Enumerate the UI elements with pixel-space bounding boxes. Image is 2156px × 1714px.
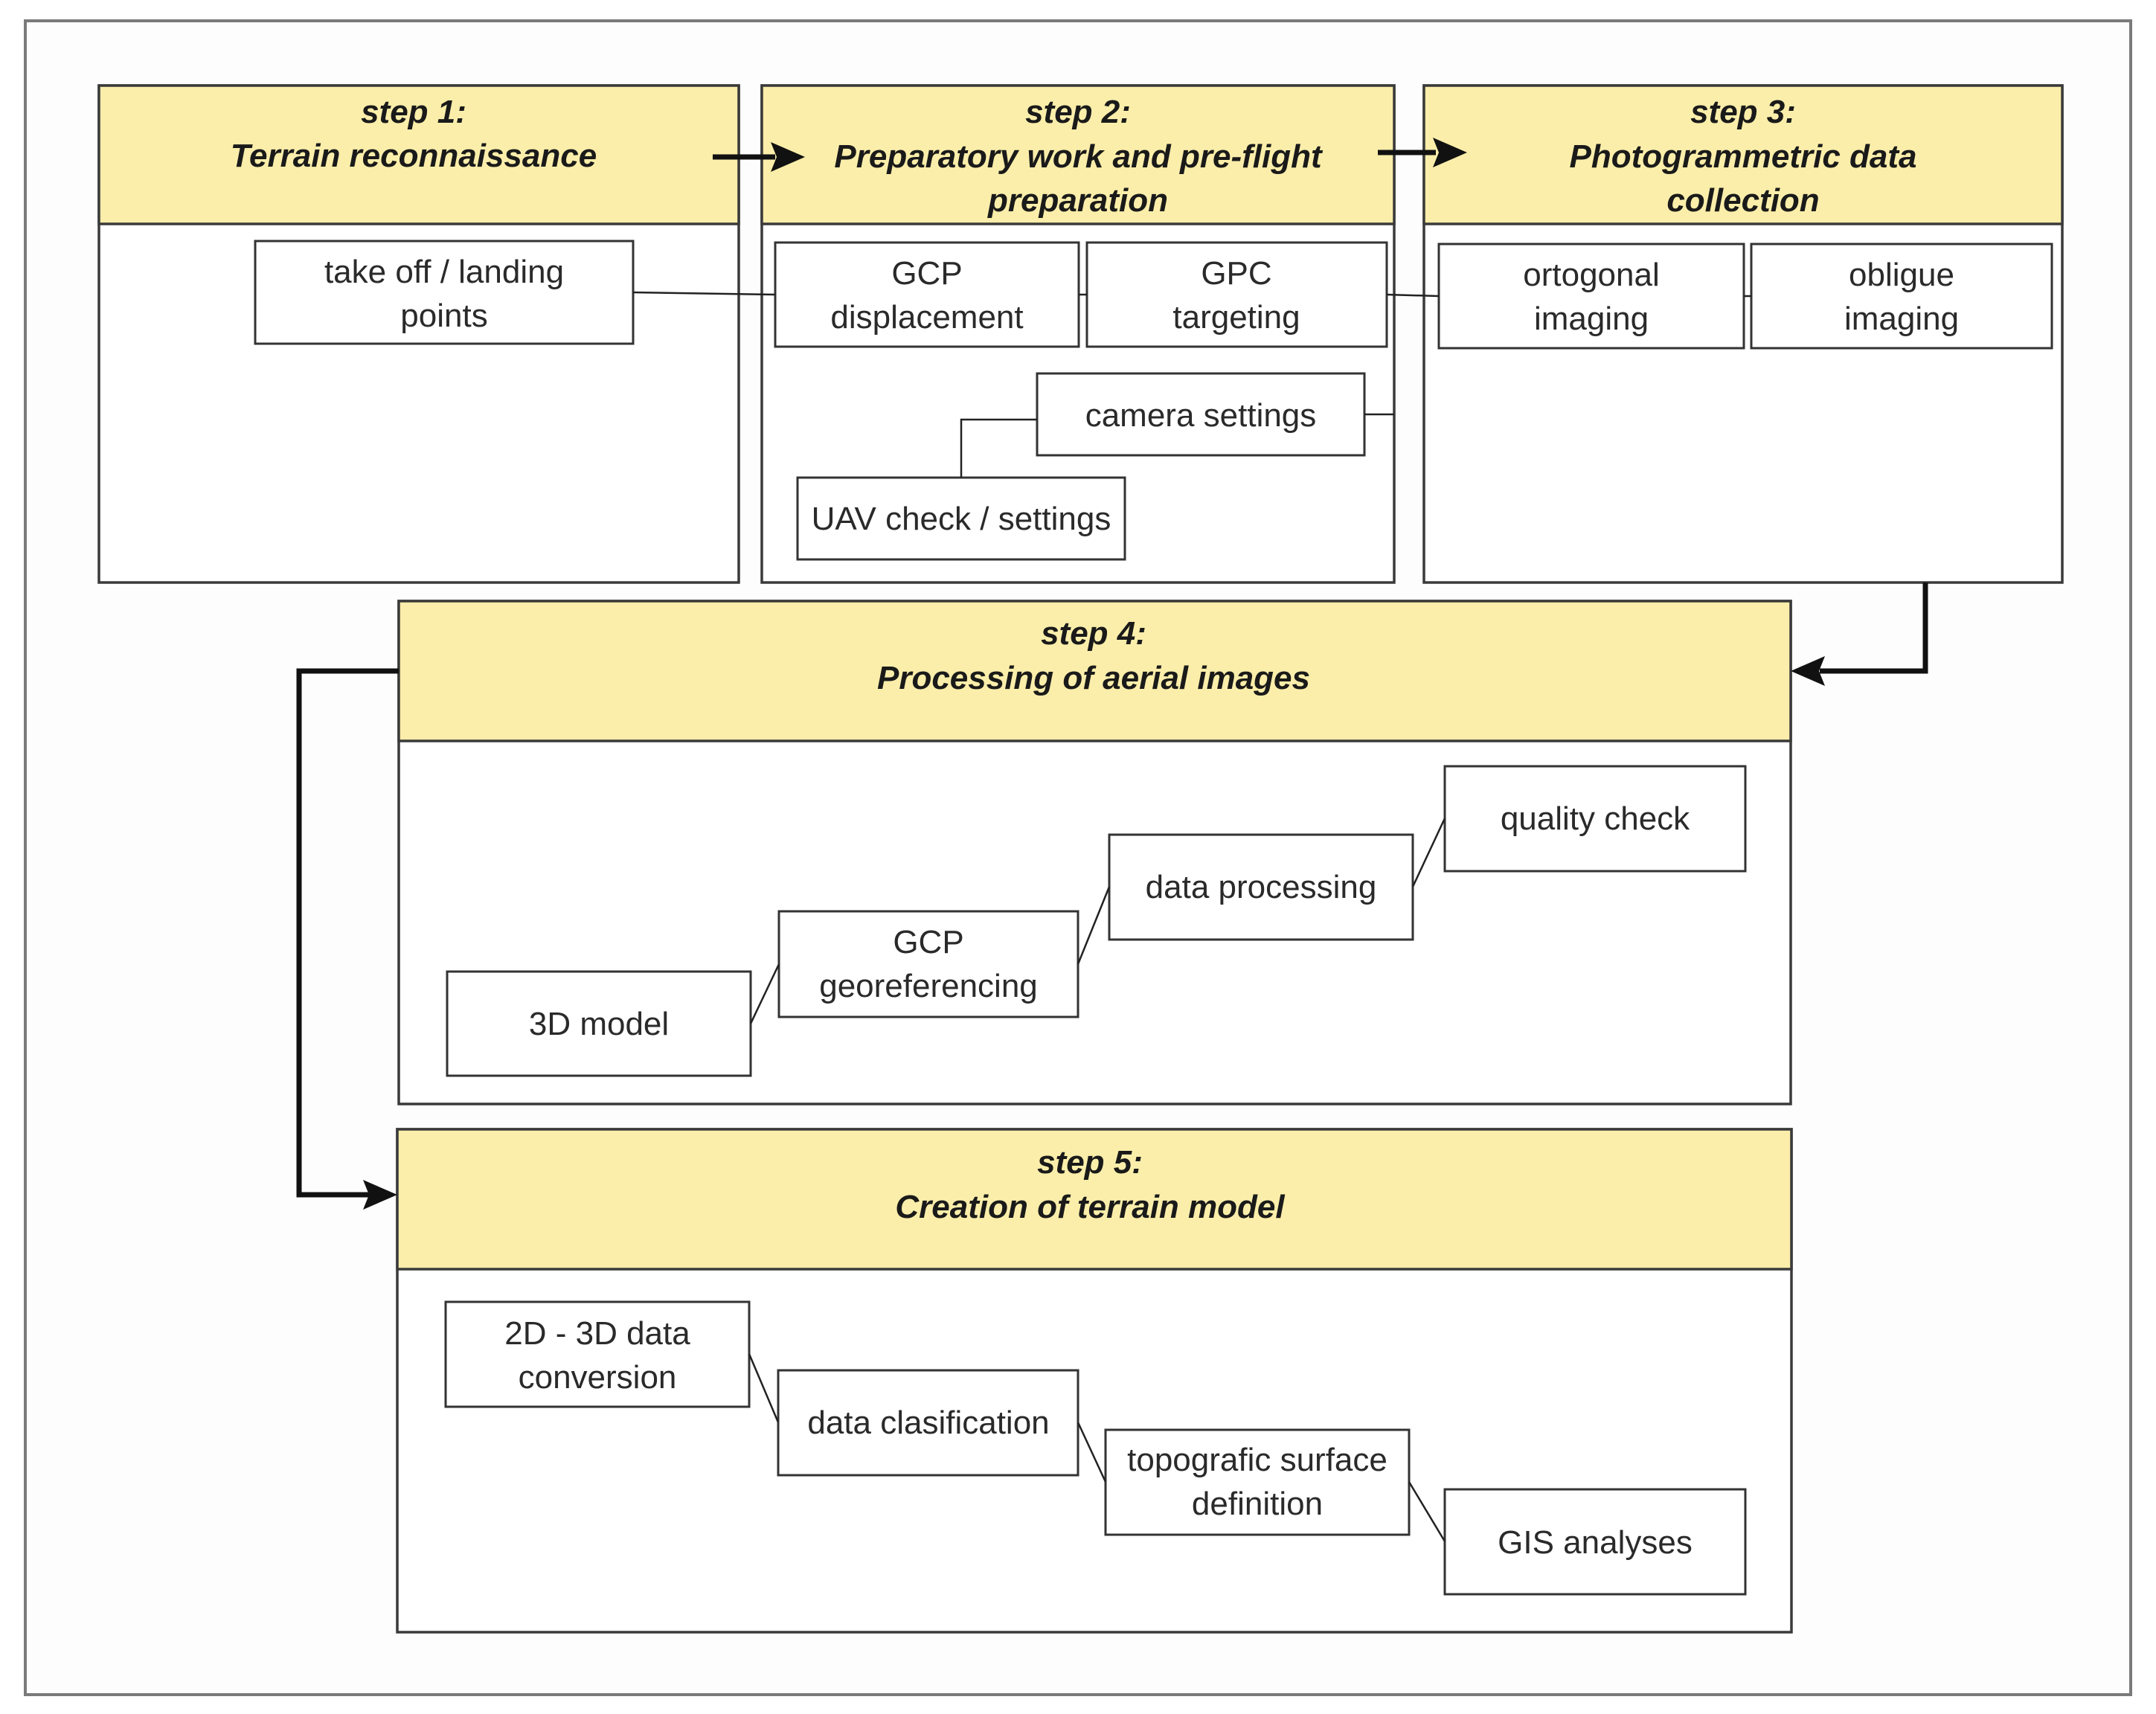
box-camera-settings (1036, 372, 1366, 457)
step-2-label: step 2: (1025, 94, 1131, 130)
connector-georef-to-processing (1077, 886, 1111, 965)
arrow-step4-to-step5 (296, 668, 399, 1210)
box-gis-analyses-line-1: GIS analyses (1498, 1524, 1693, 1561)
step-5-panel: step 5: Creation of terrain model 2D - 3… (396, 1128, 1793, 1634)
box-gcp-georeferencing-line-2: georeferencing (819, 968, 1038, 1004)
box-3d-model (446, 970, 752, 1077)
box-takeoff-landing (254, 240, 635, 345)
box-gcp-displacement (774, 241, 1080, 348)
step-1-header (97, 84, 740, 225)
connector-3dmodel-to-georef (749, 963, 780, 1024)
box-obligue-imaging-line-1: obligue (1849, 257, 1954, 293)
step-4-title-line-1: Processing of aerial images (877, 660, 1310, 696)
box-ortogonal-imaging-line-1: ortogonal (1523, 257, 1659, 293)
box-3d-model-line-1: 3D model (529, 1006, 669, 1042)
connector-processing-to-quality (1411, 818, 1446, 888)
step-3-title-line-2: collection (1666, 182, 1819, 219)
box-camera-settings-line-1: camera settings (1085, 397, 1317, 434)
box-takeoff-landing-line-2: points (400, 298, 487, 334)
box-obligue-imaging (1750, 243, 2053, 350)
step-2-title-line-2: preparation (987, 182, 1168, 219)
connector-lines (632, 291, 1751, 1542)
box-data-processing-line-1: data processing (1146, 869, 1377, 905)
step-2-panel: step 2: Preparatory work and pre-flight … (760, 84, 1396, 584)
step-5-header (396, 1128, 1793, 1271)
connector-takeoff-to-gcp (632, 291, 776, 296)
box-ortogonal-imaging-line-2: imaging (1534, 301, 1649, 337)
box-quality-check-line-1: quality check (1501, 800, 1690, 837)
step-5-label: step 5: (1037, 1144, 1143, 1181)
step-1-label: step 1: (361, 94, 466, 130)
box-topografic-surface-line-2: definition (1192, 1486, 1323, 1522)
step-3-title-line-1: Photogrammetric data (1570, 138, 1917, 175)
box-uav-check-line-1: UAV check / settings (812, 501, 1111, 537)
box-2d-3d-conversion (444, 1300, 751, 1408)
arrow-step2-to-step3 (1378, 138, 1467, 167)
box-gcp-displacement-line-2: displacement (830, 299, 1023, 336)
step-5-title-line-1: Creation of terrain model (895, 1189, 1285, 1225)
box-data-processing (1108, 833, 1414, 941)
box-ortogonal-imaging (1437, 243, 1745, 350)
connector-conversion-to-clasification (748, 1353, 780, 1423)
box-gpc-targeting-line-2: targeting (1172, 299, 1300, 336)
step-4-panel: step 4: Processing of aerial images 3D m… (397, 600, 1792, 1105)
box-data-clasification-line-1: data clasification (807, 1405, 1049, 1441)
connector-topografic-to-gis (1408, 1481, 1446, 1542)
step-3-label: step 3: (1690, 94, 1796, 130)
box-gcp-displacement-line-1: GCP (891, 255, 962, 292)
step-3-panel: step 3: Photogrammetric data collection … (1422, 84, 2064, 584)
connector-clasification-to-topografic (1077, 1422, 1107, 1483)
box-quality-check (1443, 765, 1747, 873)
box-topografic-surface-line-1: topografic surface (1127, 1442, 1387, 1478)
step-3-header (1422, 84, 2064, 225)
step-1-panel: step 1: Terrain reconnaissance take off … (97, 84, 740, 584)
box-obligue-imaging-line-2: imaging (1844, 301, 1959, 337)
box-uav-check (796, 476, 1126, 561)
box-takeoff-landing-line-1: take off / landing (324, 254, 564, 290)
box-gcp-georeferencing-line-1: GCP (893, 924, 963, 960)
box-2d-3d-conversion-line-2: conversion (519, 1359, 677, 1396)
step-2-header (760, 84, 1396, 225)
flow-arrows (296, 138, 1928, 1210)
step-2-title-line-1: Preparatory work and pre-flight (834, 138, 1324, 175)
box-2d-3d-conversion-line-1: 2D - 3D data (504, 1315, 690, 1352)
box-gis-analyses (1443, 1488, 1747, 1596)
arrow-step3-to-step4 (1791, 582, 1928, 686)
arrow-step1-to-step2 (713, 142, 805, 172)
connector-uav-to-camera (960, 418, 1037, 478)
step-1-title-line-1: Terrain reconnaissance (231, 138, 597, 174)
step-4-label: step 4: (1041, 615, 1146, 652)
box-topografic-surface (1104, 1428, 1411, 1536)
box-gpc-targeting-line-1: GPC (1201, 255, 1271, 292)
connector-gpc-to-ortogonal (1386, 293, 1440, 298)
